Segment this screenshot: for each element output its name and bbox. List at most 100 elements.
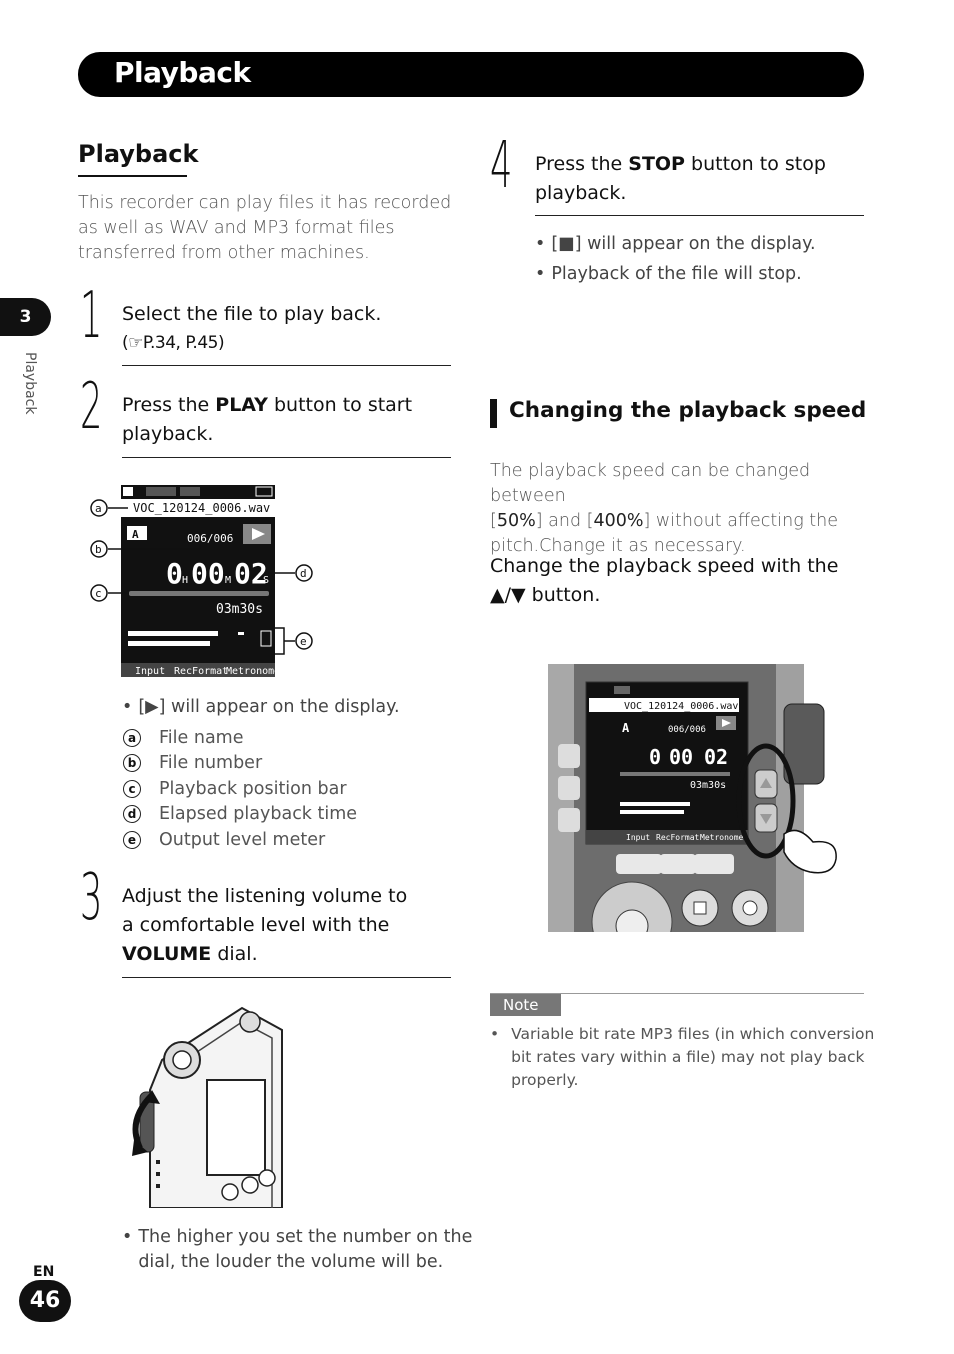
display-position-bar [129, 591, 269, 596]
header-banner [78, 52, 864, 97]
device-file-number: 006/006 [668, 725, 706, 735]
step-4-text: Press the STOP button to stop playback. [535, 150, 826, 208]
note-line2: bit rates vary within a file) may not pl… [511, 1048, 865, 1066]
step-number-1: 1 [80, 279, 103, 353]
step-number-3: 3 [80, 861, 103, 935]
step-2-rule [122, 457, 451, 458]
device-tab-metronome: Metronome [700, 833, 744, 842]
play-bullet-text: [▶] will appear on the display. [138, 697, 400, 717]
step-4-bold: STOP [628, 153, 685, 175]
svg-text:d: d [300, 567, 307, 580]
note-line1: Variable bit rate MP3 files (in which co… [511, 1025, 875, 1043]
step-4-line2: playback. [535, 182, 627, 204]
svg-text:e: e [300, 635, 307, 648]
subsection-bar [490, 399, 497, 428]
note-rule [490, 993, 864, 994]
device-time-h: 0 [649, 745, 661, 769]
step-3-post: dial. [211, 943, 258, 965]
speed-instruction: Change the playback speed with the ▲/▼ b… [490, 552, 838, 610]
display-total-time: 03m30s [216, 602, 263, 617]
page-number: 46 [19, 1280, 71, 1322]
svg-text:a: a [95, 502, 102, 515]
note-tag: Note [490, 994, 561, 1016]
volume-bullet-line1: The higher you set the number on the [138, 1227, 473, 1247]
speed-body-line3: pitch.Change it as necessary. [490, 536, 746, 556]
device-time-s: 02 [704, 745, 728, 769]
section-title-underline [78, 175, 187, 177]
svg-text:H: H [182, 575, 188, 586]
svg-text:b: b [95, 543, 102, 556]
speed-body-line1: The playback speed can be changed betwee… [490, 461, 811, 506]
step-2-post: button to start [267, 394, 413, 416]
step-3-text: Adjust the listening volume to a comfort… [122, 882, 407, 969]
step-2-text: Press the PLAY button to start playback. [122, 391, 412, 449]
side-dial-icon [783, 703, 825, 785]
chapter-tab: 3 [0, 298, 51, 336]
step-1-line1: Select the file to play back. [122, 303, 382, 325]
step-number-4: 4 [490, 129, 513, 203]
finger-icon [783, 829, 837, 874]
display-tab-metronome: Metronome [226, 666, 280, 677]
display-time-seconds: 02 [234, 557, 268, 590]
display-file-number: 006/006 [187, 532, 233, 545]
stop-bullets: •[■] will appear on the display. •Playba… [535, 229, 816, 289]
speed-50: 50% [496, 511, 536, 531]
display-diagram: VOC_120124_0006.wav A 006/006 0 H 00 M 0… [90, 485, 313, 677]
device-filename: VOC_120124_0006.wav [624, 701, 738, 712]
home-button-icon [558, 744, 580, 768]
note-line3: properly. [511, 1071, 579, 1089]
step-4-rule [535, 215, 864, 216]
language-label: EN [33, 1264, 55, 1280]
svg-text:S: S [263, 575, 269, 586]
note-body: • Variable bit rate MP3 files (in which … [490, 1023, 874, 1092]
display-tab-input: Input [135, 666, 165, 677]
subsection-title: Changing the playback speed [509, 398, 867, 423]
header-title: Playback [114, 56, 251, 89]
callout-d: d [295, 564, 313, 582]
step-3-bold: VOLUME [122, 943, 212, 965]
chapter-label: Playback [22, 352, 38, 415]
svg-text:M: M [225, 575, 231, 586]
step-1-text: Select the file to play back. (☞P.34, P.… [122, 300, 381, 358]
svg-text:c: c [95, 587, 102, 600]
step-4-pre: Press the [535, 153, 629, 175]
step-3-line1: Adjust the listening volume to [122, 885, 408, 907]
callout-c: c [90, 584, 108, 602]
speed-400: 400% [593, 511, 644, 531]
volume-bullet-line2: dial, the louder the volume will be. [138, 1252, 444, 1272]
list-button-icon [558, 776, 580, 800]
speed-instruction-line1: Change the playback speed with the [490, 555, 839, 577]
play-bullet: •[▶] will appear on the display. [122, 695, 400, 720]
stop-bullet-1: [■] will appear on the display. [551, 234, 816, 254]
step-2-bold: PLAY [215, 394, 268, 416]
display-play-icon [252, 528, 265, 540]
display-time-minutes: 00 [191, 557, 225, 590]
step-number-2: 2 [80, 370, 103, 444]
device-screen [206, 1079, 266, 1176]
speed-body: The playback speed can be changed betwee… [490, 459, 870, 559]
ok-dial-icon [591, 881, 673, 932]
step-4-post: button to stop [685, 153, 826, 175]
svg-text:A: A [622, 721, 630, 735]
speed-instruction-line2: ▲/▼ button. [490, 584, 601, 606]
device-illustration: VOC_120124_0006.wav A 006/006 0 00 02 03… [548, 664, 837, 932]
callout-b: b [90, 540, 108, 558]
menu-button-icon [558, 808, 580, 832]
device-time-m: 00 [669, 745, 693, 769]
step-3-rule [122, 977, 451, 978]
svg-text:A: A [132, 528, 139, 541]
step-3-line2: a comfortable level with the [122, 914, 390, 936]
highlight-ellipse [736, 743, 796, 859]
display-tab-recformat: RecFormat [174, 666, 228, 677]
step-1-reference: (☞P.34, P.45) [122, 333, 225, 353]
step-2-line2: playback. [122, 423, 214, 445]
step-2-pre: Press the [122, 394, 216, 416]
section-intro: This recorder can play files it has reco… [78, 193, 452, 263]
stop-bullet-2: Playback of the file will stop. [551, 264, 802, 284]
